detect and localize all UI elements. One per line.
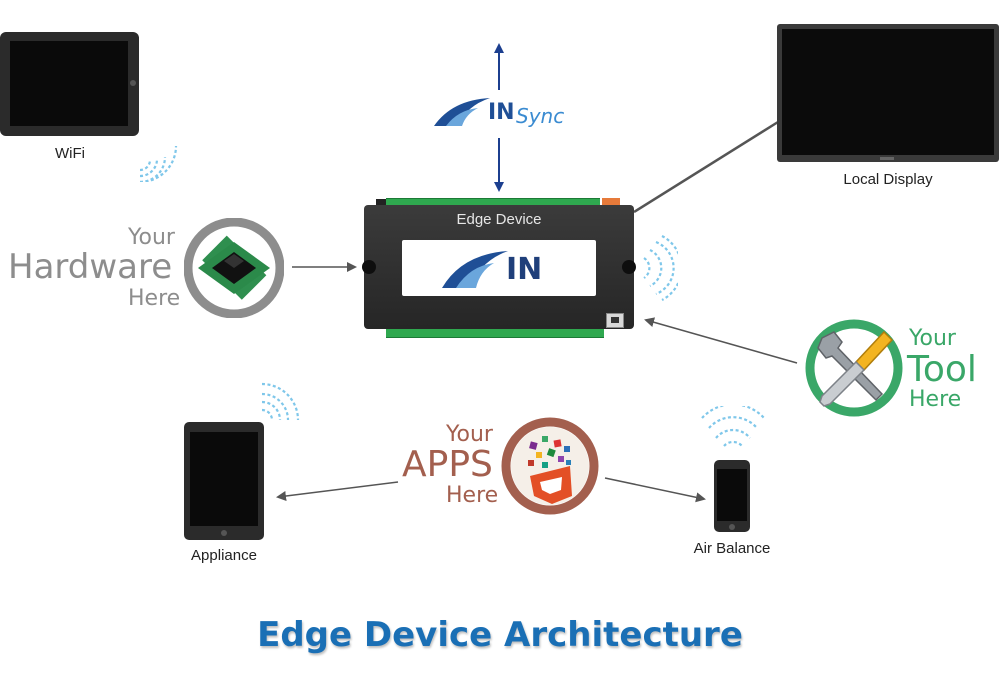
apps-here: Here <box>446 483 499 508</box>
tool-here: Here <box>909 387 962 412</box>
air-balance-wifi-icon <box>701 406 765 447</box>
edge-device-ear-right <box>622 260 636 274</box>
terminal-strip-top-orange <box>602 198 620 205</box>
wifi-tablet <box>0 32 139 136</box>
local-display-monitor <box>777 24 999 162</box>
display-screen <box>782 29 994 155</box>
apps-to-appliance-arrow <box>276 481 399 501</box>
fin-sync-logo: IN Sync <box>432 94 572 130</box>
tablet-screen <box>10 41 128 126</box>
appliance-label: Appliance <box>191 547 257 564</box>
terminal-strip-top <box>386 198 600 206</box>
fin-label-panel: IN <box>402 240 596 296</box>
appliance-button <box>221 530 227 536</box>
fin-logo-wave-icon <box>442 251 508 288</box>
hardware-here: Here <box>128 286 181 311</box>
air-balance-label: Air Balance <box>693 540 771 557</box>
display-connector <box>633 120 779 214</box>
fin-wave-icon <box>434 98 490 126</box>
edge-device-wifi-icon <box>643 235 678 301</box>
air-balance-phone <box>714 460 750 532</box>
tablet-button <box>130 80 136 86</box>
hardware-your: Your <box>128 225 175 250</box>
tool-arrow <box>644 317 798 364</box>
edge-device-ear-left <box>362 260 376 274</box>
appliance-wifi-icon <box>261 382 300 421</box>
terminal-strip-bottom <box>386 329 604 338</box>
phone-button <box>729 524 735 530</box>
sync-in-text: IN <box>488 100 515 125</box>
apps-html5-icon <box>501 417 599 515</box>
tool-wrench-screwdriver-icon <box>805 319 903 417</box>
hardware-main: Hardware <box>8 247 173 287</box>
apps-to-airbalance-arrow <box>604 477 706 503</box>
edge-device: Edge Device IN <box>362 198 636 338</box>
tool-main: Tool <box>907 349 977 390</box>
phone-screen <box>717 469 747 521</box>
wifi-label: WiFi <box>55 145 85 162</box>
appliance-screen <box>190 432 258 526</box>
appliance-tablet <box>184 422 264 540</box>
sync-text: Sync <box>516 104 565 128</box>
ethernet-port-icon <box>606 313 624 328</box>
wifi-signal-icon <box>139 145 178 182</box>
tool-your: Your <box>909 326 956 351</box>
diagram-title: Edge Device Architecture <box>257 615 743 655</box>
fin-logo-text: IN <box>506 252 543 287</box>
terminal-strip-top-black <box>376 199 386 205</box>
local-display-label: Local Display <box>843 171 933 188</box>
hardware-chip-icon <box>184 218 284 318</box>
display-power-led <box>880 157 894 160</box>
apps-main: APPS <box>402 444 493 485</box>
edge-device-label: Edge Device <box>456 211 542 228</box>
apps-your: Your <box>446 422 493 447</box>
